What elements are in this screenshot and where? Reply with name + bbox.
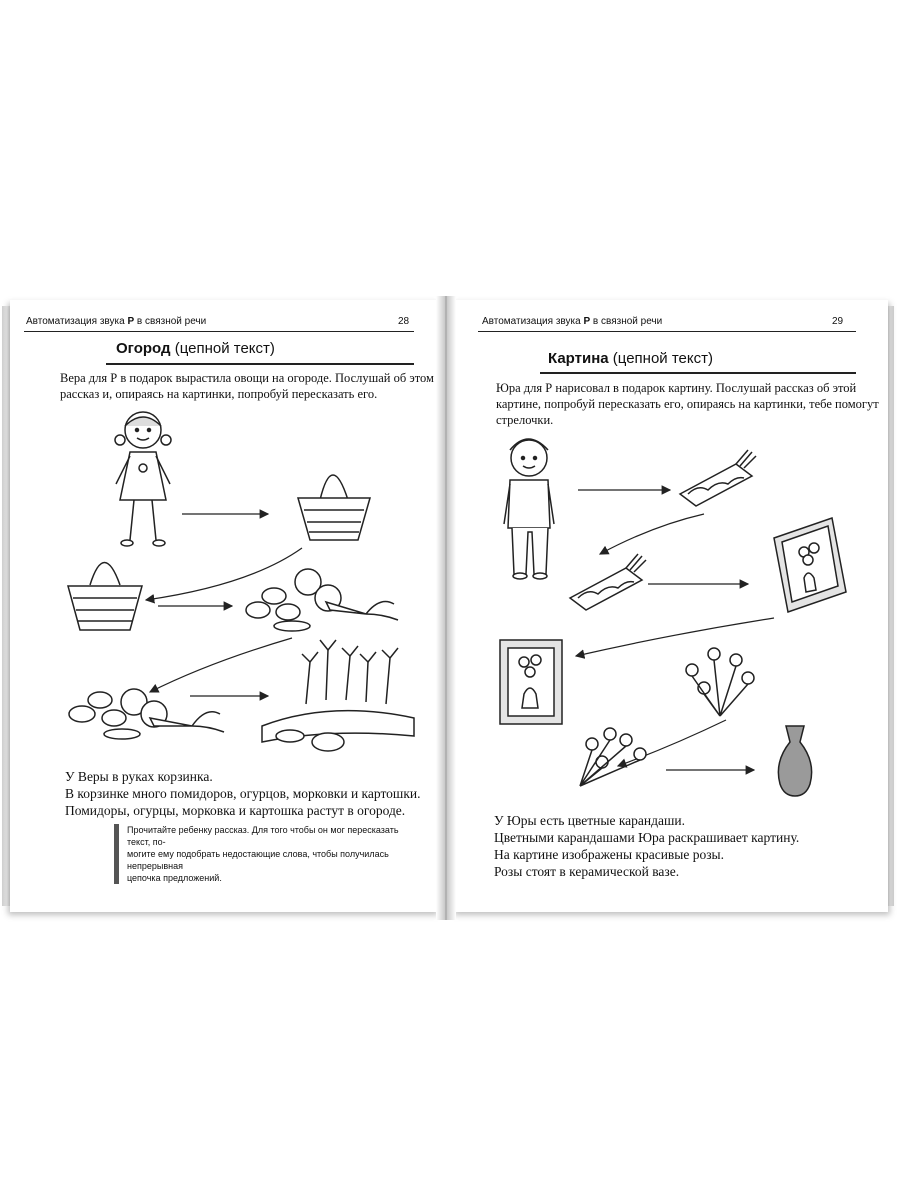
running-head: Автоматизация звука Р в связной речи xyxy=(482,316,663,327)
section-title: Картина (цепной текст) xyxy=(548,350,713,367)
boy-illustration-icon xyxy=(503,438,555,580)
arrow-icon xyxy=(616,719,727,768)
story-illustrations xyxy=(67,411,415,752)
ceramic-vase-icon xyxy=(777,725,813,797)
title-underline xyxy=(540,372,856,374)
garden-beds-icon xyxy=(261,639,415,752)
teacher-note: Прочитайте ребенку рассказ. Для того что… xyxy=(114,824,423,884)
basket-icon xyxy=(297,474,371,541)
page-number: 28 xyxy=(398,316,410,327)
section-title: Огород (цепной текст) xyxy=(116,340,275,357)
arrow-icon xyxy=(574,617,775,659)
left-page-edges xyxy=(2,306,12,906)
story-text: У Веры в руках корзинка. В корзинке мног… xyxy=(65,769,421,818)
header-rule xyxy=(478,331,856,332)
arrow-icon xyxy=(144,547,303,604)
book-spine-gutter xyxy=(436,296,456,920)
roses-bouquet-icon xyxy=(579,727,647,787)
story-text: У Юры есть цветные карандаши. Цветными к… xyxy=(494,813,800,879)
right-page-edges xyxy=(886,306,894,906)
title-underline xyxy=(106,363,414,365)
framed-picture-icon xyxy=(773,517,847,613)
vegetables-icon xyxy=(68,688,225,740)
left-page: Автоматизация звука Р в связной речи 28 … xyxy=(10,300,440,912)
framed-picture-icon xyxy=(499,639,563,725)
girl-illustration-icon xyxy=(114,411,172,547)
roses-bouquet-icon xyxy=(685,647,755,717)
intro-text: Юра для Р нарисовал в подарок картину. П… xyxy=(496,381,879,427)
intro-text: Вера для Р в подарок вырастила овощи на … xyxy=(60,371,434,401)
basket-icon xyxy=(67,562,143,631)
page-number: 29 xyxy=(832,316,844,327)
story-illustrations xyxy=(499,438,847,797)
header-rule xyxy=(24,331,414,332)
right-page: Автоматизация звука Р в связной речи 29 … xyxy=(452,300,888,912)
vegetables-icon xyxy=(245,568,399,632)
arrow-icon xyxy=(598,513,705,555)
pencil-box-icon xyxy=(678,449,757,507)
arrow-icon xyxy=(148,637,293,693)
pencil-box-icon xyxy=(568,553,647,611)
running-head: Автоматизация звука Р в связной речи xyxy=(26,316,207,327)
